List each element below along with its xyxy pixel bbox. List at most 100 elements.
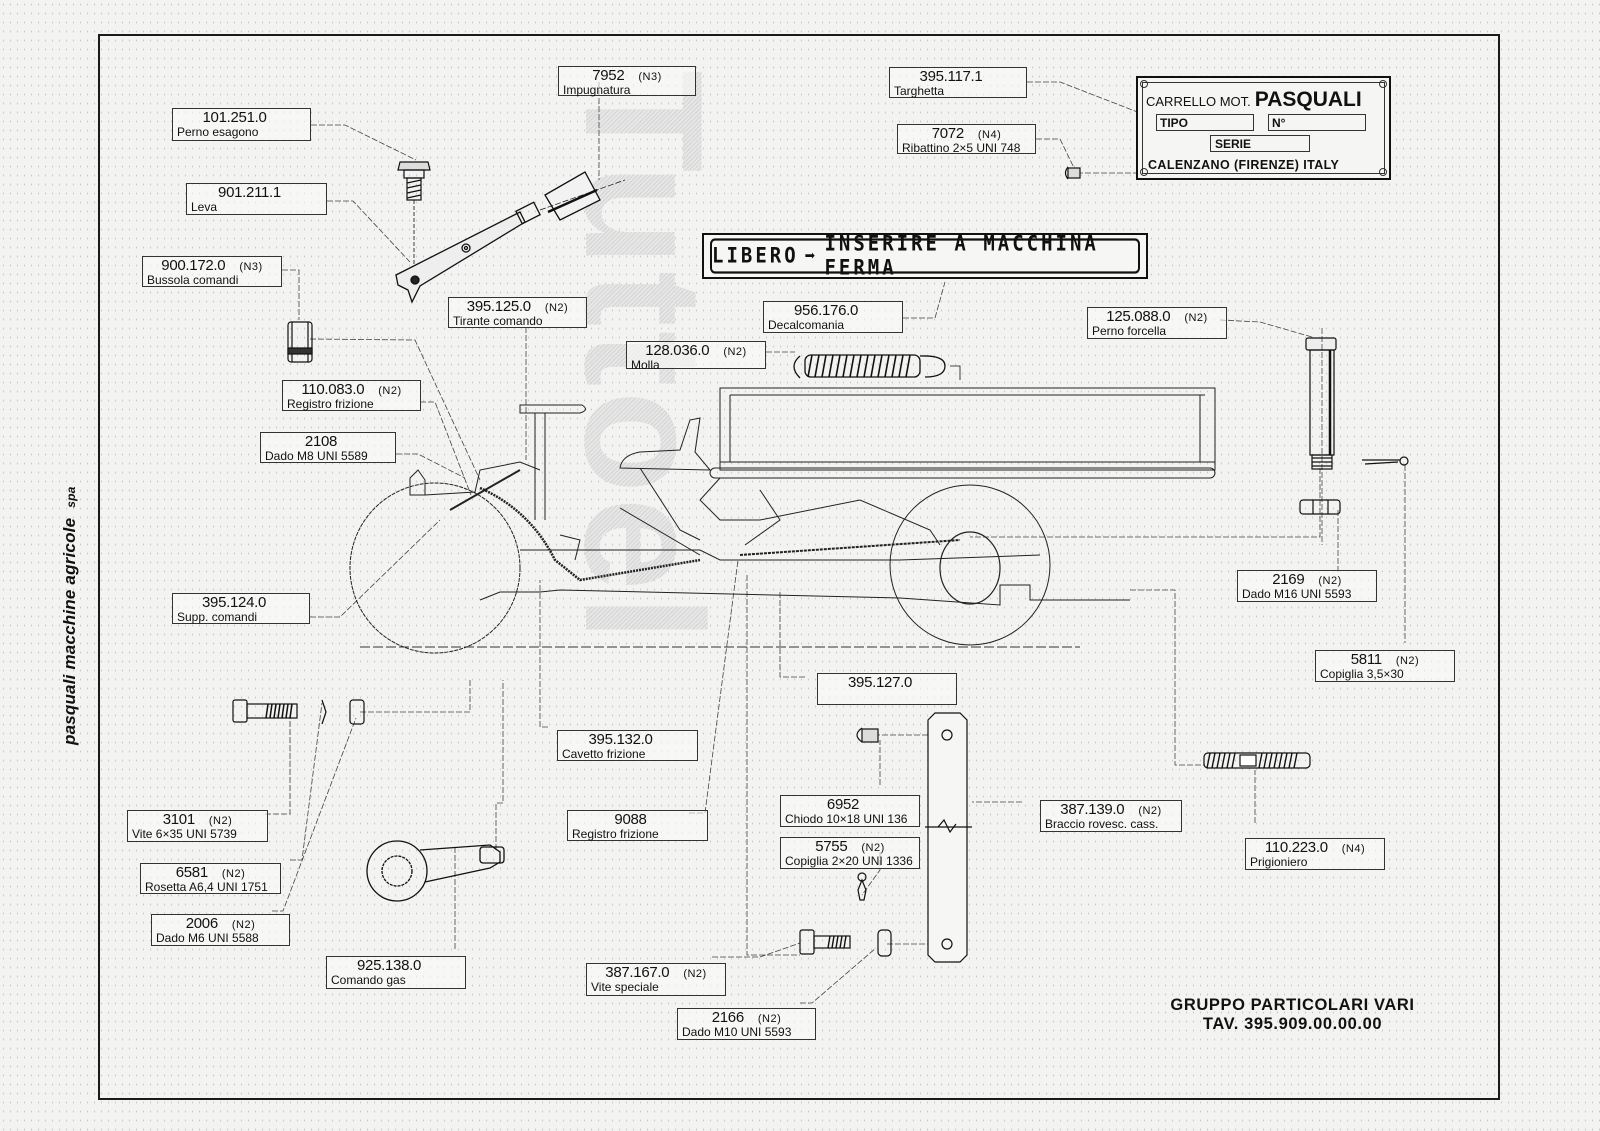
part-callout: 395.125.0(N2)Tirante comando	[448, 297, 587, 328]
part-code: 7952	[592, 67, 625, 84]
part-description: Decalcomania	[768, 318, 845, 332]
part-description: Targhetta	[894, 84, 945, 98]
part-description: Prigioniero	[1250, 855, 1308, 869]
part-qty: (N2)	[231, 919, 256, 931]
part-qty: (N2)	[861, 842, 885, 854]
decal-decalcomania: LIBERO ➡ INSERIRE A MACCHINA FERMA	[702, 232, 1148, 280]
arrow-right-icon: ➡	[804, 244, 819, 268]
part-description: Registro frizione	[572, 827, 659, 841]
part-description: Perno forcella	[1092, 324, 1167, 338]
part-code: 6581	[175, 864, 208, 881]
decal-text: LIBERO ➡ INSERIRE A MACCHINA FERMA	[710, 232, 1140, 280]
vehicle-outline	[349, 387, 1216, 654]
part-code: 7072	[931, 125, 964, 142]
part-description: Molla	[631, 358, 660, 372]
part-qty: (N2)	[208, 815, 233, 827]
part-callout: 125.088.0(N2)Perno forcella	[1087, 307, 1227, 339]
bushing-part	[287, 321, 313, 363]
lever-part	[395, 171, 626, 304]
leader-110-083-0	[420, 401, 472, 496]
part-callout: 387.139.0(N2)Braccio rovesc. cass.	[1040, 800, 1182, 832]
part-description: Dado M16 UNI 5593	[1242, 587, 1352, 601]
part-description: Ribattino 2×5 UNI 748	[902, 141, 1021, 155]
leader-956-176-0	[903, 281, 946, 319]
leader-395-117-1	[1027, 81, 1141, 114]
plate-hole-icon	[1379, 80, 1387, 88]
drawing-title: GRUPPO PARTICOLARI VARI	[1170, 996, 1415, 1014]
part-callout: 110.223.0(N4)Prigioniero	[1245, 838, 1385, 870]
leader-prigioniero-line	[1130, 589, 1205, 766]
part-description: Comando gas	[331, 973, 406, 987]
part-description: Leva	[191, 200, 218, 214]
part-qty: (N2)	[683, 968, 707, 980]
part-callout: 6581(N2)Rosetta A6,4 UNI 1751	[140, 863, 281, 894]
part-code: 395.117.1	[919, 68, 983, 85]
part-code: 395.132.0	[588, 731, 653, 748]
part-qty: (N2)	[723, 346, 747, 358]
leader-3101	[265, 718, 291, 815]
part-description: Rosetta A6,4 UNI 1751	[145, 880, 268, 894]
part-code: 901.211.1	[218, 184, 281, 201]
part-description: Cavetto frizione	[562, 747, 646, 761]
drawing-table-ref: TAV. 395.909.00.00.00	[1202, 1015, 1383, 1033]
leader-101-251-0	[311, 124, 417, 161]
decal-left-text: LIBERO	[712, 243, 799, 269]
company-suffix: spa	[64, 486, 78, 508]
plate-hole-icon	[1140, 80, 1148, 88]
part-code: 956.176.0	[793, 302, 859, 319]
leader-395-124-0	[310, 519, 441, 618]
part-qty: (N4)	[977, 129, 1002, 141]
part-description: Vite 6×35 UNI 5739	[132, 827, 237, 841]
nameplate-brand: PASQUALI	[1254, 88, 1362, 111]
part-code: 395.125.0	[466, 298, 531, 315]
leader-comando-gas-up	[495, 680, 504, 850]
part-code: 2166	[711, 1009, 744, 1026]
part-qty: (N2)	[378, 385, 402, 397]
screw-washer-nut-part	[232, 699, 365, 725]
part-qty: (N2)	[1318, 575, 1342, 587]
part-callout: 7072 (N4)Ribattino 2×5 UNI 748	[897, 124, 1036, 154]
part-description: Impugnatura	[563, 83, 631, 97]
part-description: Dado M6 UNI 5588	[156, 931, 259, 945]
part-qty: (N3)	[239, 261, 263, 273]
nameplate-prefix: CARRELLO MOT.	[1146, 94, 1251, 109]
part-callout: 5755(N2)Copiglia 2×20 UNI 1336	[780, 837, 920, 869]
part-code: 2169	[1272, 571, 1305, 588]
part-code: 5811	[1350, 651, 1382, 668]
nameplate-address: CALENZANO (FIRENZE) ITALY	[1148, 158, 1340, 172]
part-callout: 2169 (N2)Dado M16 UNI 5593	[1237, 570, 1377, 602]
part-code: 110.223.0	[1264, 839, 1328, 856]
part-code: 110.083.0	[301, 381, 365, 398]
part-callout: 110.083.0(N2)Registro frizione	[282, 380, 421, 411]
fork-pin-part	[1299, 328, 1409, 545]
part-callout: 395.127.0	[817, 673, 957, 705]
part-description: Tirante comando	[453, 314, 543, 328]
leader-7072	[1036, 138, 1076, 171]
leader-387-167-0	[712, 942, 801, 958]
leader-2166	[800, 947, 877, 1004]
part-callout: 3101 (N2)Vite 6×35 UNI 5739	[127, 810, 268, 842]
nameplate-number-field: N°	[1268, 114, 1366, 131]
decal-right-text: INSERIRE A MACCHINA FERMA	[824, 231, 1099, 281]
part-callout: 2166(N2)Dado M10 UNI 5593	[677, 1008, 816, 1040]
leader-bussola-to-frame	[309, 338, 481, 481]
spring-part	[793, 354, 961, 380]
part-code: 3101	[162, 811, 195, 828]
part-code: 395.127.0	[847, 674, 913, 691]
part-description: Chiodo 10×18 UNI 136	[785, 812, 908, 826]
part-code: 6952	[826, 796, 860, 813]
part-description: Bussola comandi	[147, 273, 239, 287]
hex-bolt-part	[397, 161, 431, 270]
title-block: GRUPPO PARTICOLARI VARI TAV. 395.909.00.…	[1150, 996, 1435, 1034]
leader-2108	[396, 453, 466, 479]
part-description: Copiglia 3,5×30	[1320, 667, 1404, 681]
plate-hole-icon	[1140, 168, 1148, 176]
